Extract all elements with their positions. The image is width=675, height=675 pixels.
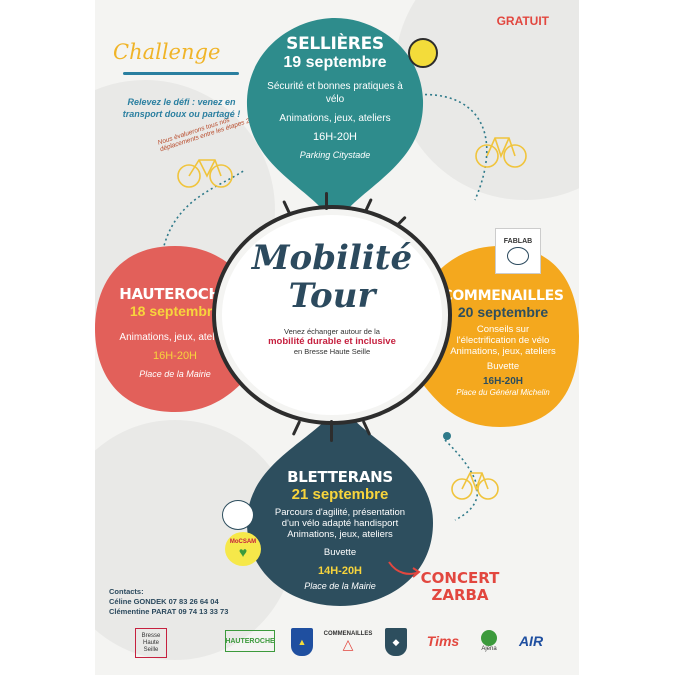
commenailles-line: l'électrification de vélo — [456, 335, 550, 346]
bresse-logo: Bresse Haute Seille — [135, 628, 167, 658]
guidon-logo — [222, 500, 254, 530]
shield-logo: ◆ — [385, 628, 407, 656]
ajena-logo: Ajena — [477, 626, 501, 656]
bletterans-line: d'un vélo adapté handisport — [281, 518, 399, 529]
sellieres-drop-shape — [246, 18, 424, 226]
free-badge: GRATUIT — [496, 14, 549, 28]
bike-icon — [475, 137, 527, 168]
tims-logo: Tims — [426, 633, 460, 649]
brain-icon — [507, 246, 529, 265]
commenailles-block: COMMENAILLES 20 septembre Conseils sur l… — [433, 288, 573, 397]
commenailles-line: Buvette — [486, 361, 520, 372]
bike-icon — [451, 472, 499, 500]
challenge-title: Challenge — [113, 40, 221, 64]
bletterans-line: Parcours d'agilité, présentation — [274, 507, 406, 518]
bletterans-line: Animations, jeux, ateliers — [287, 529, 393, 540]
shield-icon: ◆ — [392, 636, 400, 647]
commenailles-place: Place du Général Michelin — [456, 388, 550, 397]
commenailles-logo: COMMENAILLES △ — [323, 631, 373, 652]
hauteroche-line: Animations, jeux, ateliers — [119, 332, 231, 343]
bletterans-date: 21 septembre — [291, 486, 389, 503]
concert-label: CONCERT ZARBA — [420, 569, 500, 604]
challenge-text: Relevez le défi : venez en transport dou… — [122, 97, 241, 119]
poster: GRATUIT Challenge Relevez le défi : vene… — [95, 0, 579, 675]
bletterans-drop-shape — [247, 400, 433, 606]
bletterans-hours: 14H-20H — [317, 565, 363, 577]
hauteroche-town: HAUTEROCHE — [119, 285, 231, 303]
sellieres-line: Sécurité et bonnes pratiques à — [267, 81, 403, 92]
commenailles-line: Animations, jeux, ateliers — [450, 346, 556, 357]
sellieres-block: SELLIÈRES 19 septembre Sécurité et bonne… — [257, 34, 413, 160]
main-title: Mobilité Tour — [251, 238, 413, 316]
decor-tick — [325, 192, 328, 210]
title-circle: Mobilité Tour Venez échanger autour de l… — [222, 215, 442, 415]
triangle-icon: △ — [342, 636, 354, 652]
bletterans-line: Buvette — [323, 547, 357, 558]
bletterans-block: BLETTERANS 21 septembre Parcours d'agili… — [260, 468, 420, 591]
hauteroche-block: HAUTEROCHE 18 septembre Animations, jeux… — [105, 285, 245, 379]
main-subtitle: Venez échanger autour de la mobilité dur… — [268, 327, 396, 356]
sellieres-hours: 16H-20H — [312, 131, 358, 143]
contacts: Contacts: Céline GONDEK 07 83 26 64 04 C… — [109, 587, 229, 616]
decor-tick — [330, 420, 333, 442]
bike-logo — [408, 38, 438, 68]
sellieres-town: SELLIÈRES — [286, 34, 384, 54]
bletterans-town: BLETTERANS — [287, 468, 393, 486]
hauteroche-place: Place de la Mairie — [139, 369, 211, 379]
mocsam-logo: MoCSAM ♥ — [225, 532, 261, 566]
hauteroche-date: 18 septembre — [129, 303, 221, 319]
bletterans-place: Place de la Mairie — [304, 581, 376, 591]
fablab-logo: FABLAB — [495, 228, 541, 274]
crest-icon: ▲ — [297, 637, 307, 647]
commenailles-date: 20 septembre — [457, 304, 549, 320]
commenailles-line: Conseils sur — [476, 324, 530, 335]
air-logo: AIR — [518, 633, 544, 649]
hauteroche-logo: HAUTEROCHE — [225, 630, 275, 652]
ajena-icon — [481, 630, 497, 646]
hauteroche-hours: 16H-20H — [152, 350, 198, 362]
challenge-underline — [123, 72, 239, 75]
sellieres-date: 19 septembre — [283, 54, 387, 71]
crest-logo: ▲ — [291, 628, 313, 656]
sellieres-line: vélo — [325, 94, 345, 105]
heart-icon: ♥ — [238, 544, 248, 560]
commenailles-town: COMMENAILLES — [442, 288, 564, 304]
commenailles-hours: 16H-20H — [482, 376, 524, 387]
bike-icon — [177, 159, 233, 188]
arrow-icon — [388, 561, 421, 578]
sellieres-line: Animations, jeux, ateliers — [279, 113, 391, 124]
sellieres-place: Parking Citystade — [299, 150, 371, 160]
